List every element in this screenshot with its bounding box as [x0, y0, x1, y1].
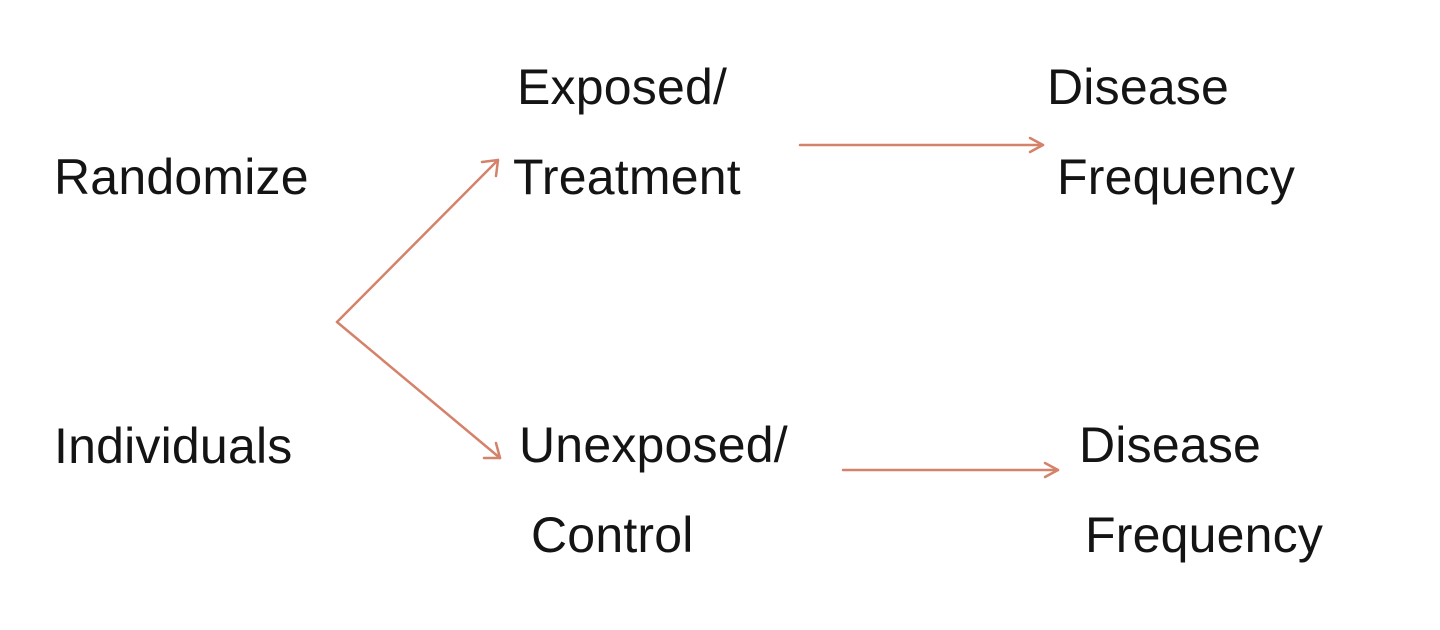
- top-disease-label: Disease: [1047, 59, 1230, 115]
- arrow-control-to-outcome: [841, 461, 1060, 479]
- arrow-to-treatment: [335, 158, 500, 324]
- arrow-treatment-to-outcome: [798, 136, 1045, 154]
- arrow-to-control: [335, 320, 502, 460]
- control-label: Control: [531, 507, 694, 563]
- randomize-label: Randomize: [54, 149, 309, 205]
- bottom-disease-label: Disease: [1079, 417, 1262, 473]
- top-frequency-label: Frequency: [1057, 149, 1296, 205]
- treatment-label: Treatment: [513, 149, 741, 205]
- exposed-label: Exposed/: [517, 59, 728, 115]
- bottom-frequency-label: Frequency: [1085, 507, 1324, 563]
- individuals-label: Individuals: [54, 418, 293, 474]
- unexposed-label: Unexposed/: [519, 417, 788, 473]
